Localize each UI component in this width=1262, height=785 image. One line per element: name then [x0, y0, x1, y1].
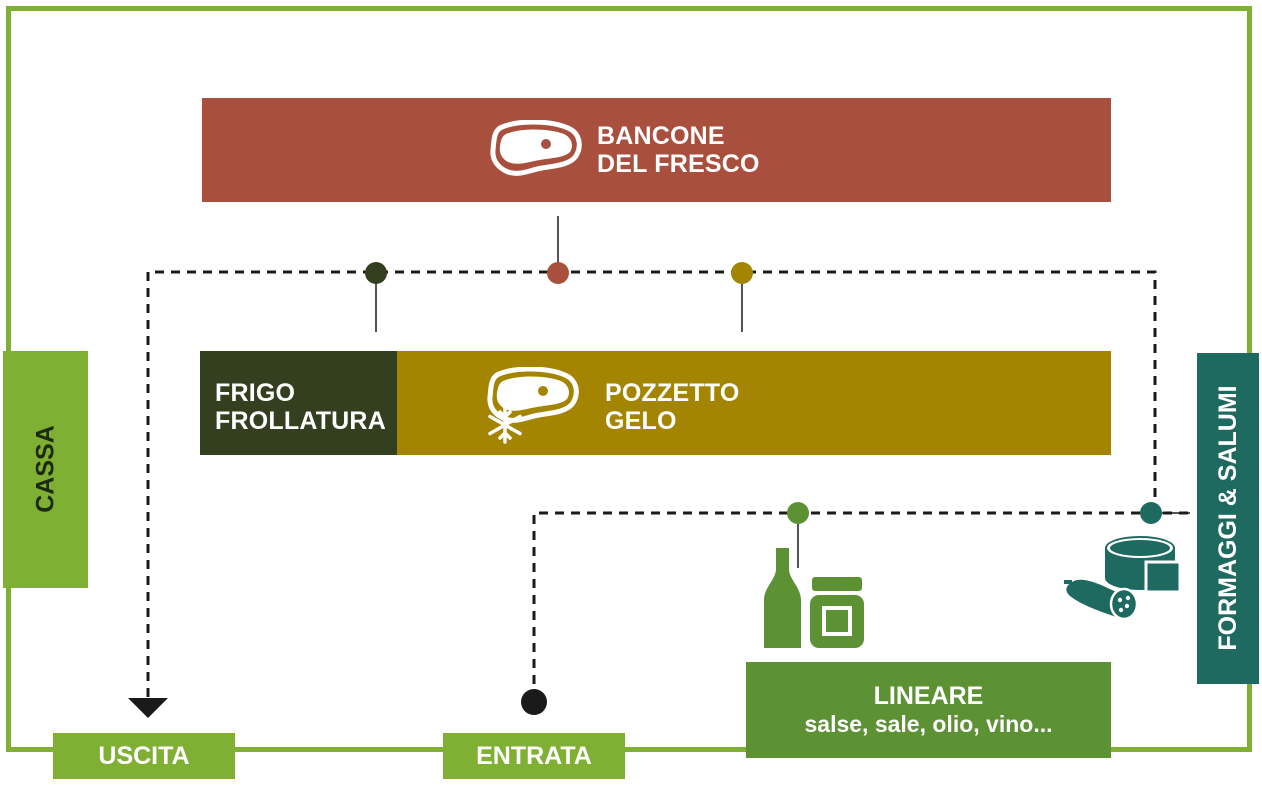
entrance-dot	[521, 689, 547, 715]
pozzetto-gelo-zone: POZZETTO GELO	[397, 351, 1111, 455]
cheese-salami-icon	[1064, 536, 1182, 621]
lineare-title: LINEARE	[873, 682, 984, 710]
lineare-subtitle: salse, sale, olio, vino...	[804, 711, 1053, 737]
stop-dot-frigo	[365, 262, 387, 284]
uscita-label: USCITA	[53, 733, 235, 779]
lineare-zone: LINEARE salse, sale, olio, vino...	[746, 662, 1111, 758]
stop-dot-bancone	[547, 262, 569, 284]
bancone-del-fresco-zone: BANCONE DEL FRESCO	[202, 98, 1111, 202]
frigo-frollatura-zone: FRIGO FROLLATURA	[200, 351, 398, 455]
frozen-meat-icon	[487, 367, 579, 444]
bancone-label-line1: BANCONE	[597, 122, 725, 150]
cassa-zone: CASSA	[3, 351, 88, 588]
entrata-label: ENTRATA	[443, 733, 625, 779]
bancone-label-line2: DEL FRESCO	[597, 150, 760, 178]
formaggi-salumi-zone: FORMAGGI & SALUMI	[1197, 353, 1259, 684]
stop-dot-pozzetto	[731, 262, 753, 284]
path-upper	[146, 270, 1157, 700]
pozzetto-label-line2: GELO	[605, 407, 677, 435]
exit-arrow	[128, 698, 168, 718]
pozzetto-label-line1: POZZETTO	[605, 379, 740, 407]
stop-dot-formaggi	[1140, 502, 1162, 524]
bottle-jar-icon	[764, 548, 864, 648]
frigo-label-line2: FROLLATURA	[215, 407, 386, 435]
frigo-label-line1: FRIGO	[215, 379, 296, 407]
path-lower	[532, 511, 1188, 690]
stop-dot-lineare	[787, 502, 809, 524]
steak-icon	[490, 120, 582, 176]
